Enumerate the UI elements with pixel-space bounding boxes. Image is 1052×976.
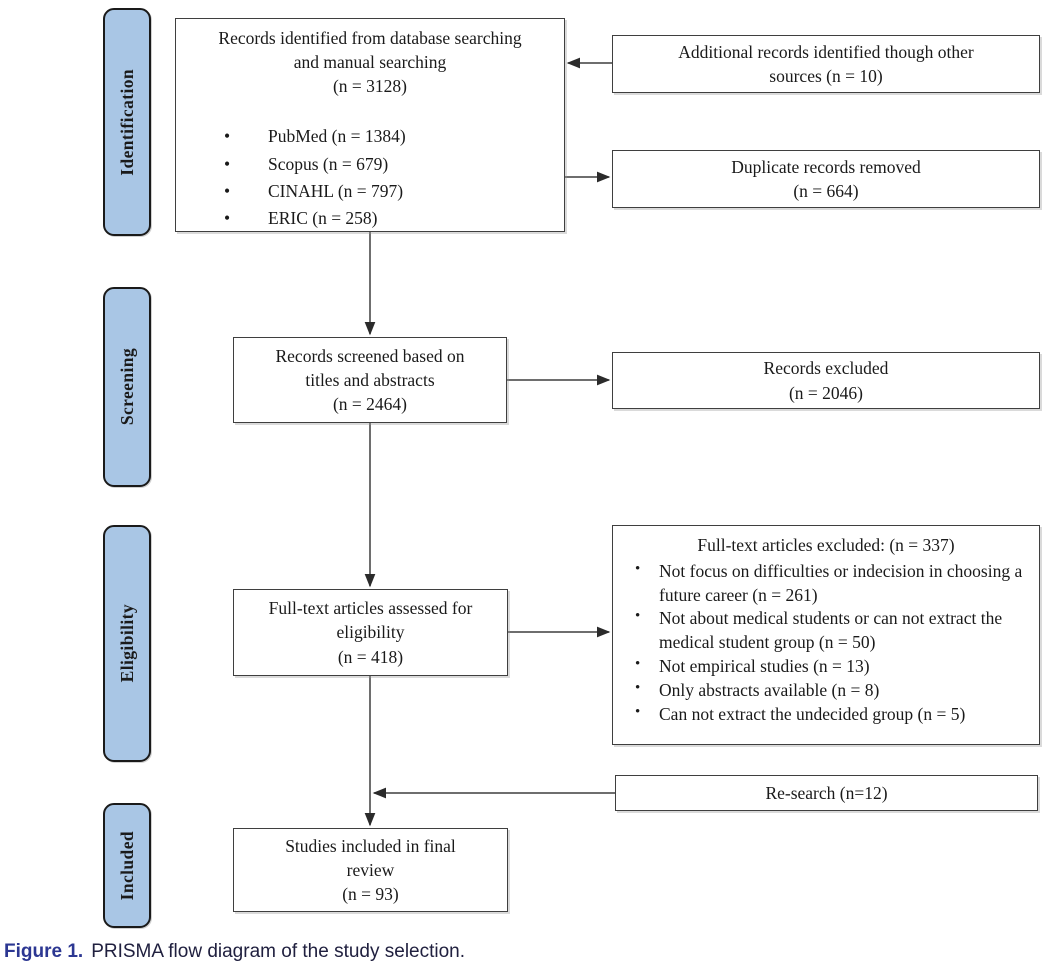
bullet-icon: •	[635, 703, 641, 720]
source-eric: ERIC (n = 258)	[268, 207, 378, 228]
bullet-icon: •	[635, 679, 641, 696]
records-identified-text: Records identified from database searchi…	[218, 28, 522, 97]
source-cinahl: CINAHL (n = 797)	[268, 180, 404, 201]
studies-included-text: Studies included in final review (n = 93…	[285, 835, 456, 905]
records-excluded-text: Records excluded (n = 2046)	[763, 358, 889, 403]
figure-caption: Figure 1. PRISMA flow diagram of the stud…	[4, 941, 465, 963]
stage-tab-identification: Identification	[103, 8, 151, 236]
box-additional-records: Additional records identified though oth…	[612, 35, 1040, 93]
source-scopus: Scopus (n = 679)	[268, 153, 389, 174]
box-records-identified: Records identified from database searchi…	[175, 18, 565, 232]
reason-not-focus: Not focus on difficulties or indecision …	[659, 560, 1023, 605]
box-research: Re-search (n=12)	[615, 775, 1038, 811]
list-item: • Scopus (n = 679)	[224, 151, 556, 178]
additional-records-text: Additional records identified though oth…	[678, 41, 974, 86]
list-item: • Not empirical studies (n = 13)	[619, 655, 1033, 679]
list-item: • ERIC (n = 258)	[224, 205, 556, 232]
fulltext-excluded-title: Full-text articles excluded: (n = 337)	[697, 535, 955, 555]
figure-caption-text: PRISMA flow diagram of the study selecti…	[91, 941, 466, 962]
records-screened-text: Records screened based on titles and abs…	[275, 345, 465, 415]
list-item: • Not about medical students or can not e…	[619, 607, 1033, 655]
stage-label-included: Included	[116, 830, 137, 901]
fulltext-excluded-reason-list: • Not focus on difficulties or indecision…	[619, 560, 1033, 727]
stage-label-identification: Identification	[116, 68, 137, 176]
reason-not-empirical: Not empirical studies (n = 13)	[659, 655, 870, 676]
records-identified-source-list: • PubMed (n = 1384) • Scopus (n = 679) • CI…	[184, 123, 556, 232]
stage-tab-eligibility: Eligibility	[103, 525, 151, 762]
bullet-icon: •	[635, 560, 641, 577]
box-records-excluded: Records excluded (n = 2046)	[612, 352, 1040, 409]
stage-label-eligibility: Eligibility	[116, 604, 137, 683]
box-fulltext-excluded: Full-text articles excluded: (n = 337) •…	[612, 525, 1040, 745]
list-item: • CINAHL (n = 797)	[224, 178, 556, 205]
fulltext-assessed-text: Full-text articles assessed for eligibil…	[268, 598, 473, 667]
figure-caption-label: Figure 1.	[4, 941, 84, 962]
box-records-screened: Records screened based on titles and abs…	[233, 337, 507, 423]
source-pubmed: PubMed (n = 1384)	[268, 126, 406, 147]
list-item: • Not focus on difficulties or indecision…	[619, 560, 1033, 608]
stage-tab-included: Included	[103, 803, 151, 928]
box-fulltext-assessed: Full-text articles assessed for eligibil…	[233, 589, 508, 676]
list-item: • Only abstracts available (n = 8)	[619, 679, 1033, 703]
reason-undecided-group: Can not extract the undecided group (n =…	[659, 703, 966, 724]
bullet-icon: •	[224, 180, 231, 201]
stage-tab-screening: Screening	[103, 287, 151, 487]
reason-only-abstracts: Only abstracts available (n = 8)	[659, 679, 880, 700]
box-studies-included: Studies included in final review (n = 93…	[233, 828, 508, 912]
reason-not-medical: Not about medical students or can not ex…	[659, 608, 1003, 653]
bullet-icon: •	[224, 126, 231, 147]
list-item: • PubMed (n = 1384)	[224, 123, 556, 150]
stage-label-screening: Screening	[116, 348, 137, 426]
bullet-icon: •	[224, 207, 231, 228]
bullet-icon: •	[224, 153, 231, 174]
list-item: • Can not extract the undecided group (n …	[619, 703, 1033, 727]
bullet-icon: •	[635, 655, 641, 672]
duplicates-removed-text: Duplicate records removed (n = 664)	[731, 156, 921, 201]
research-text: Re-search (n=12)	[765, 782, 888, 803]
bullet-icon: •	[635, 608, 641, 625]
box-duplicates-removed: Duplicate records removed (n = 664)	[612, 150, 1040, 208]
